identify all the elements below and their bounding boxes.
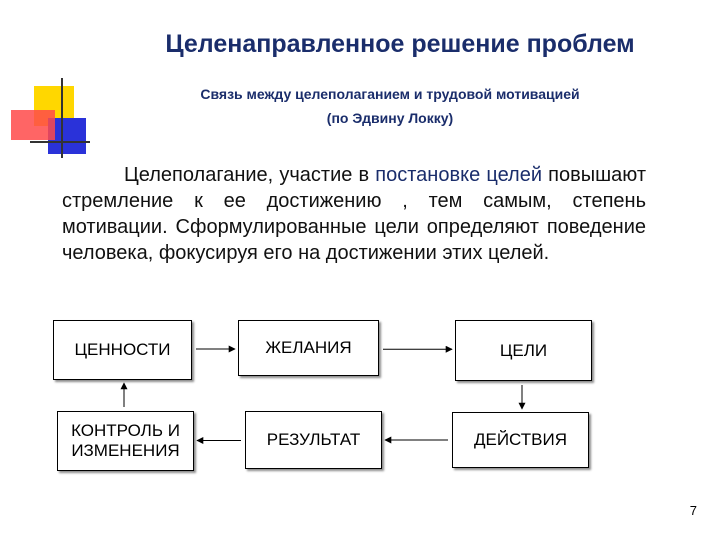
node-label: ЦЕННОСТИ [74, 340, 171, 359]
subtitle-line-2: (по Эдвину Локку) [326, 110, 454, 126]
page-number: 7 [689, 503, 697, 518]
node-values: ЦЕННОСТИ [53, 320, 192, 380]
paragraph-text-end: повышают стремление к ее достижению , те… [62, 164, 646, 264]
decor-horizontal-line [30, 141, 90, 143]
decor-vertical-line [61, 78, 63, 158]
paragraph-text-start: Целеполагание, участие в [124, 164, 376, 186]
node-control: КОНТРОЛЬ И ИЗМЕНЕНИЯ [57, 411, 194, 471]
node-label: КОНТРОЛЬ И ИЗМЕНЕНИЯ [71, 421, 180, 460]
node-results: РЕЗУЛЬТАТ [245, 411, 382, 469]
description-paragraph: Целеполагание, участие в постановке целе… [62, 162, 646, 266]
node-goals: ЦЕЛИ [455, 320, 592, 381]
decor-red-square [11, 110, 55, 140]
node-label: ЖЕЛАНИЯ [265, 338, 352, 357]
node-label: ЦЕЛИ [499, 340, 548, 360]
paragraph-highlight: постановке целей [375, 164, 542, 186]
slide-title: Целенаправленное решение проблем [165, 30, 635, 58]
node-label: РЕЗУЛЬТАТ [266, 430, 361, 449]
slide-subtitle: Связь между целеполаганием и трудовой мо… [150, 82, 630, 130]
node-label: ДЕЙСТВИЯ [473, 430, 567, 449]
subtitle-line-1: Связь между целеполаганием и трудовой мо… [200, 86, 580, 102]
node-desires: ЖЕЛАНИЯ [238, 320, 379, 376]
node-actions: ДЕЙСТВИЯ [452, 412, 589, 468]
